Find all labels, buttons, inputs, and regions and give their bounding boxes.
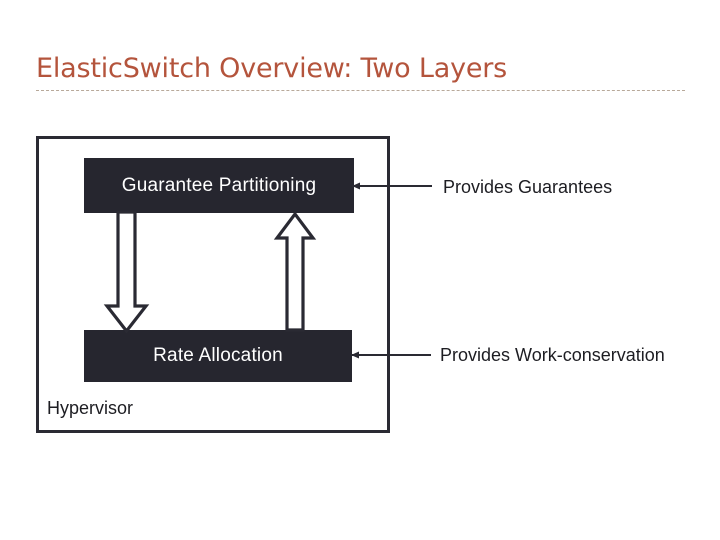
- layer-label-guarantee-partitioning: Guarantee Partitioning: [121, 174, 317, 196]
- layer-box-rate-allocation[interactable]: Rate Allocation: [84, 330, 352, 382]
- annotation-provides-work-conservation: Provides Work-conservation: [440, 345, 665, 365]
- layer-box-guarantee-partitioning[interactable]: Guarantee Partitioning: [84, 158, 354, 213]
- annotation-provides-guarantees: Provides Guarantees: [443, 177, 613, 197]
- hypervisor-container: [36, 136, 390, 433]
- title-divider: [36, 90, 685, 91]
- hypervisor-label: Hypervisor: [47, 398, 134, 418]
- page-title: ElasticSwitch Overview: Two Layers: [36, 53, 508, 84]
- layer-label-rate-allocation: Rate Allocation: [153, 345, 283, 366]
